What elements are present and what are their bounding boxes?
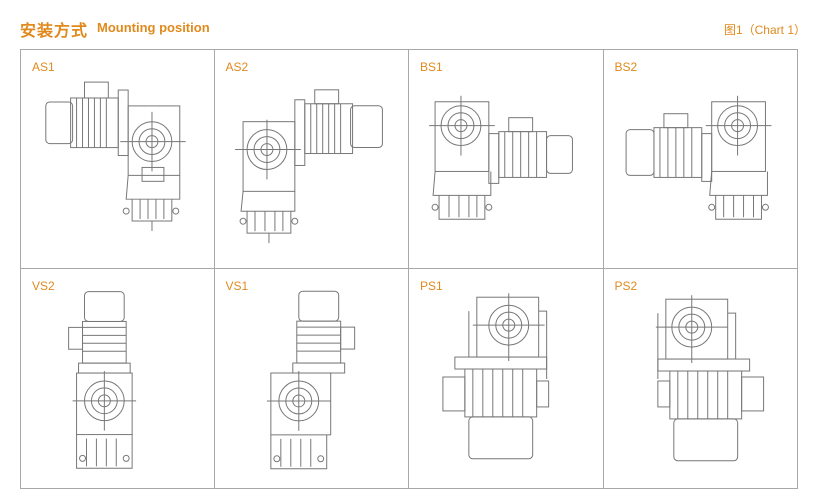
- position-label-vs1: VS1: [225, 279, 249, 293]
- gearbox-drawing-ps2: [604, 269, 798, 488]
- position-label-bs2: BS2: [614, 60, 638, 74]
- position-cell-vs2: VS2: [20, 269, 215, 488]
- position-cell-bs1: BS1: [409, 50, 604, 269]
- position-cell-bs2: BS2: [603, 50, 798, 269]
- title-chinese: 安装方式: [20, 23, 89, 40]
- mounting-position-grid: AS1 AS2: [20, 49, 798, 489]
- gearbox-drawing-as2: [215, 50, 409, 268]
- gearbox-drawing-ps1: [409, 269, 603, 488]
- gearbox-drawing-bs1: [409, 50, 603, 268]
- gearbox-drawing-bs2: [604, 50, 798, 268]
- position-cell-vs1: VS1: [215, 269, 409, 488]
- gearbox-drawing-vs2: [21, 269, 214, 488]
- position-label-as1: AS1: [32, 60, 55, 74]
- position-cell-as2: AS2: [214, 50, 409, 269]
- position-label-ps1: PS1: [420, 279, 443, 293]
- position-cell-ps2: PS2: [604, 269, 798, 488]
- page-header: 安装方式 Mounting position 图1（Chart 1）: [0, 0, 820, 44]
- position-label-as2: AS2: [225, 60, 249, 74]
- position-cell-as1: AS1: [20, 50, 215, 269]
- position-label-ps2: PS2: [614, 279, 638, 293]
- chart-reference: 图1（Chart 1）: [723, 23, 806, 37]
- gearbox-drawing-as1: [21, 50, 214, 268]
- title-english: Mounting position: [97, 20, 210, 35]
- gearbox-drawing-vs1: [215, 269, 409, 488]
- position-cell-ps1: PS1: [409, 269, 604, 488]
- position-label-bs1: BS1: [420, 60, 443, 74]
- position-label-vs2: VS2: [32, 279, 55, 293]
